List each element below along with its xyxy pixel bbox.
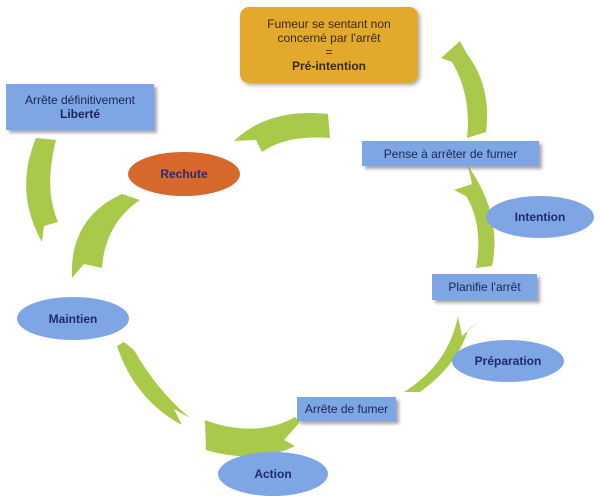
action-label: Action xyxy=(254,467,292,481)
arrow-plan-to-quit xyxy=(404,316,480,392)
arrow-action-to-maintenance xyxy=(117,342,190,425)
liberty-box: Arrête définitivement Liberté xyxy=(6,84,154,130)
relapse-label: Rechute xyxy=(160,167,208,181)
action-ellipse: Action xyxy=(218,452,328,496)
think-box: Pense à arrêter de fumer xyxy=(362,141,539,166)
preparation-label: Préparation xyxy=(474,354,542,368)
preparation-ellipse: Préparation xyxy=(452,340,564,382)
maintenance-ellipse: Maintien xyxy=(17,297,129,340)
precontemplation-line1: Fumeur se sentant non xyxy=(267,17,391,31)
plan-box: Planifie l'arrêt xyxy=(432,274,537,300)
quit-label: Arrête de fumer xyxy=(304,402,389,416)
arrow-quit-to-action xyxy=(205,417,300,457)
intention-ellipse: Intention xyxy=(486,196,594,238)
arrow-relapse-to-precontemplation xyxy=(234,113,330,152)
arrow-think-to-plan xyxy=(454,166,495,268)
precontemplation-line2: concerné par l'arrêt xyxy=(277,31,381,45)
quit-box: Arrête de fumer xyxy=(297,397,396,421)
think-label: Pense à arrêter de fumer xyxy=(383,146,518,161)
arrow-maintenance-to-relapse xyxy=(71,194,140,278)
plan-label: Planifie l'arrêt xyxy=(448,280,521,294)
precontemplation-equals: = xyxy=(325,45,333,59)
liberty-stage: Liberté xyxy=(59,107,100,121)
maintenance-label: Maintien xyxy=(48,311,98,326)
intention-label: Intention xyxy=(514,210,566,224)
precontemplation-box: Fumeur se sentant non concerné par l'arr… xyxy=(240,7,418,83)
liberty-line1: Arrête définitivement xyxy=(24,93,136,107)
relapse-ellipse: Rechute xyxy=(128,152,240,196)
precontemplation-stage: Pré-intention xyxy=(292,59,366,73)
arrow-maintenance-to-liberty xyxy=(26,138,58,242)
arrow-precontemplation-to-think xyxy=(441,41,488,138)
